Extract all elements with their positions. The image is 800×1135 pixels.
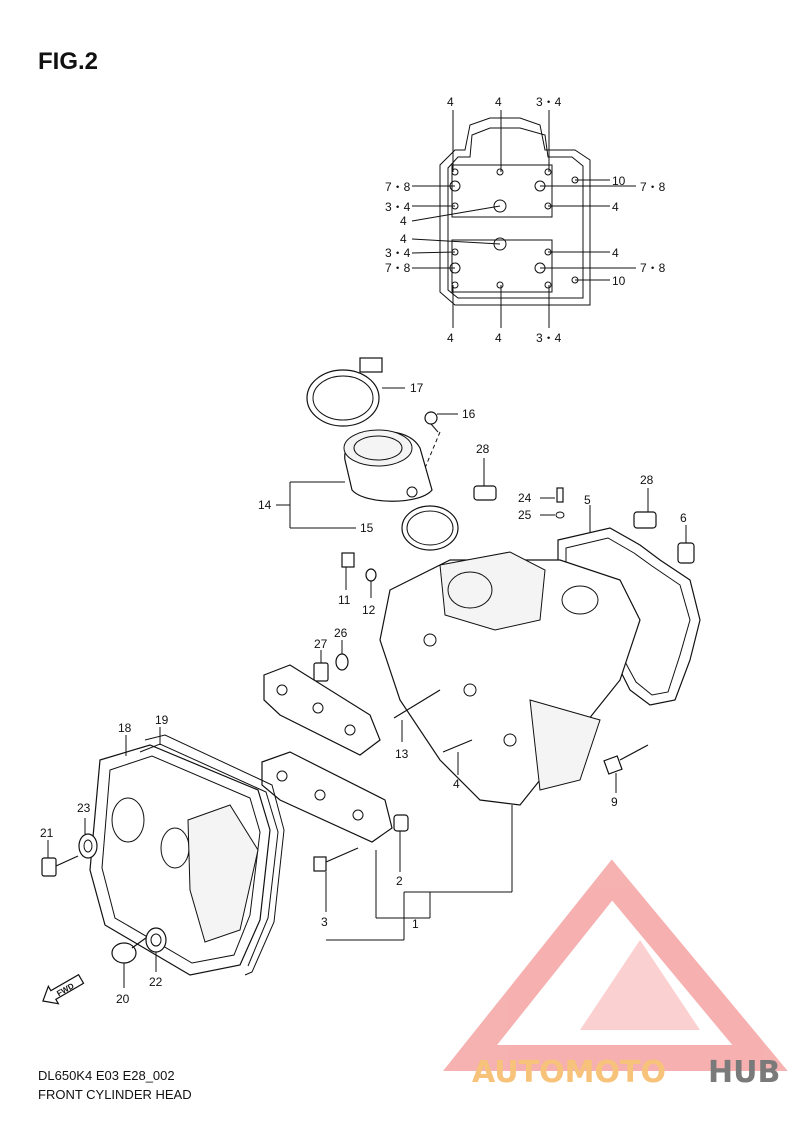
callout-10-right-1: 10 [612,174,626,188]
callout-27: 27 [314,637,328,651]
bolt-3-part [313,847,359,912]
watermark-text: AUTOMOTO HUB [472,1055,780,1090]
callout-12: 12 [362,603,376,617]
callout-5: 5 [584,493,591,507]
callout-4-top-mid: 4 [495,95,502,109]
callout-4-right-2: 4 [612,246,619,260]
callout-3: 3 [321,915,328,929]
callout-25: 25 [518,508,532,522]
bolt-9-part [603,744,649,793]
callout-19: 19 [155,713,169,727]
callout-16: 16 [462,407,476,421]
callout-34-left-1: 3・4 [385,200,411,214]
dowel-6-part [677,525,695,564]
callout-34-bottom-right: 3・4 [536,331,562,345]
callout-11: 11 [338,593,351,607]
pin-2-part [393,814,409,872]
model-code: DL650K4 E03 E28_002 [38,1068,175,1083]
callout-78-left-2: 7・8 [385,261,411,275]
callout-4-top-left: 4 [447,95,454,109]
callout-4-stud: 4 [453,777,460,791]
dowel-27-part [313,650,329,682]
spark-plug-13-part [393,689,441,742]
oring-26-part [335,640,349,671]
assembly-bracket-1 [326,805,513,941]
callout-22: 22 [149,975,163,989]
callout-13: 13 [395,747,409,761]
callout-78-right-1: 7・8 [640,180,666,194]
callout-24: 24 [518,491,532,505]
bolt-21-part [41,840,79,877]
callout-4-left-2: 4 [400,232,407,246]
cap-28-right-part [633,488,657,529]
grommet-22-part [145,927,167,972]
stud-4-part [442,739,473,775]
callout-18: 18 [118,721,132,735]
callout-17: 17 [410,381,424,395]
callout-15: 15 [360,521,374,535]
camshaft-holder-lower-part [261,751,393,843]
watermark-text-hub: HUB [708,1055,780,1090]
forward-direction-arrow-icon: FWD [42,973,85,1005]
callout-23: 23 [77,801,91,815]
sensor-24-part [540,487,565,519]
watermark-logo [442,859,788,1071]
intake-clamp-part [306,357,405,427]
callout-28-right: 28 [640,473,654,487]
callout-14: 14 [258,498,272,512]
cylinder-head-part [379,551,641,806]
bolt-11-part [341,552,377,598]
callout-78-right-2: 7・8 [640,261,666,275]
callout-28-left: 28 [476,442,490,456]
callout-4-bottom-left: 4 [447,331,454,345]
callout-1: 1 [412,917,419,931]
callout-10-right-2: 10 [612,274,626,288]
cap-28-left-part [473,458,497,501]
cylinder-head-cover-part [89,744,271,976]
callout-78-left-1: 7・8 [385,180,411,194]
callout-2: 2 [396,874,403,888]
watermark-text-automoto: AUTOMOTO [472,1055,666,1090]
callout-34-left-2: 3・4 [385,246,411,260]
grommet-23-part [78,818,98,859]
callout-20: 20 [116,992,130,1006]
o-ring-15-part [401,505,459,551]
figure-name: FRONT CYLINDER HEAD [38,1087,192,1102]
camshaft-holder-upper-part [263,664,381,756]
callout-4-right-1: 4 [612,200,619,214]
callout-26: 26 [334,626,348,640]
callout-4-left-1: 4 [400,214,407,228]
intake-pipe-part [343,429,433,502]
callout-4-bottom-mid: 4 [495,331,502,345]
cover-gasket-part [139,734,285,976]
tightening-order-diagram [411,110,636,328]
callout-34-top-right: 3・4 [536,95,562,109]
figure-title: FIG.2 [38,48,99,75]
callout-21: 21 [40,826,54,840]
callout-9: 9 [611,795,618,809]
callout-6: 6 [680,511,687,525]
